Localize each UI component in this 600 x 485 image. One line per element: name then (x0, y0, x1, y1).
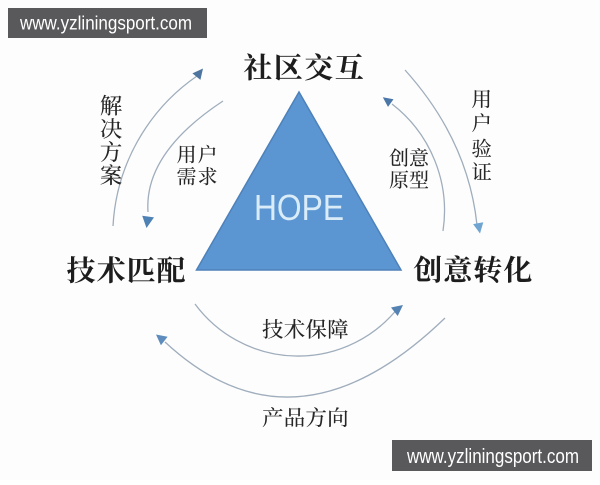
svg-text:www.yzliningsport.com: www.yzliningsport.com (406, 445, 579, 468)
svg-text:HOPE: HOPE (254, 187, 344, 228)
svg-text:www.yzliningsport.com: www.yzliningsport.com (19, 14, 192, 35)
